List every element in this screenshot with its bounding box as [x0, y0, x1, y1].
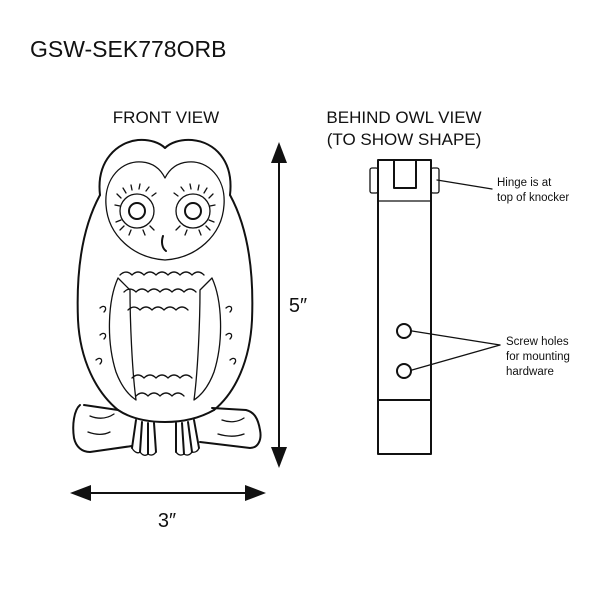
- height-label: 5″: [289, 295, 307, 317]
- hinge-leader-line: [436, 179, 493, 190]
- hinge-note-line2: top of knocker: [497, 192, 569, 204]
- owl-front-illustration: [72, 138, 262, 456]
- hinge-note-line1: Hinge is at: [497, 177, 552, 189]
- height-arrow-bottom: [271, 447, 287, 468]
- screw-hole-upper: [396, 323, 412, 339]
- owl-side-profile: [369, 159, 440, 455]
- width-label: 3″: [158, 510, 176, 532]
- owl-head-outline: [98, 138, 232, 196]
- branch-wood-grain: [87, 413, 245, 437]
- owl-right-eye-ring: [175, 193, 211, 229]
- screw-hole-lower: [396, 363, 412, 379]
- owl-right-wing-spots: [225, 305, 237, 365]
- owl-right-eye-feathers: [173, 183, 216, 236]
- owl-belly-feathers-row2: [135, 392, 185, 397]
- owl-lower-body: [117, 409, 215, 423]
- owl-left-wing: [108, 277, 137, 401]
- owl-talons: [131, 419, 200, 455]
- owl-breast-feathers-row2: [123, 288, 197, 293]
- owl-left-pupil: [128, 202, 146, 220]
- owl-left-eye-ring: [119, 193, 155, 229]
- screw-note-line3: hardware: [506, 366, 554, 378]
- owl-right-pupil: [184, 202, 202, 220]
- owl-right-wing: [193, 277, 222, 401]
- owl-belly-feathers-row1: [131, 374, 193, 379]
- width-arrow-right: [245, 485, 266, 501]
- owl-breast-feathers-row1: [119, 271, 205, 276]
- hinge-slot: [393, 159, 417, 189]
- owl-left-eye-feathers: [114, 183, 157, 236]
- product-code: GSW-SEK778ORB: [30, 36, 226, 62]
- width-arrow-left: [70, 485, 91, 501]
- hinge-left-pin: [369, 167, 379, 194]
- screw-leader-line-lower: [411, 344, 501, 371]
- screw-leader-line-upper: [411, 330, 501, 346]
- height-dimension: 5″: [271, 142, 307, 468]
- screw-note-line1: Screw holes: [506, 336, 569, 348]
- owl-beak: [161, 235, 167, 252]
- owl-breast-feathers-row3: [127, 306, 189, 311]
- owl-body-outline: [76, 194, 254, 411]
- behind-view-heading-line1: BEHIND OWL VIEW: [326, 108, 481, 127]
- behind-view-heading-line2: (TO SHOW SHAPE): [327, 130, 482, 149]
- branch-outline: [72, 404, 262, 453]
- front-view-heading: FRONT VIEW: [113, 108, 219, 127]
- width-dimension: 3″: [70, 485, 266, 532]
- owl-left-wing-spots: [95, 305, 107, 365]
- screw-note-line2: for mounting: [506, 351, 570, 363]
- owl-talon-tips: [131, 447, 200, 456]
- side-profile-body: [377, 159, 432, 455]
- height-arrow-top: [271, 142, 287, 163]
- owl-facial-disc: [105, 161, 225, 261]
